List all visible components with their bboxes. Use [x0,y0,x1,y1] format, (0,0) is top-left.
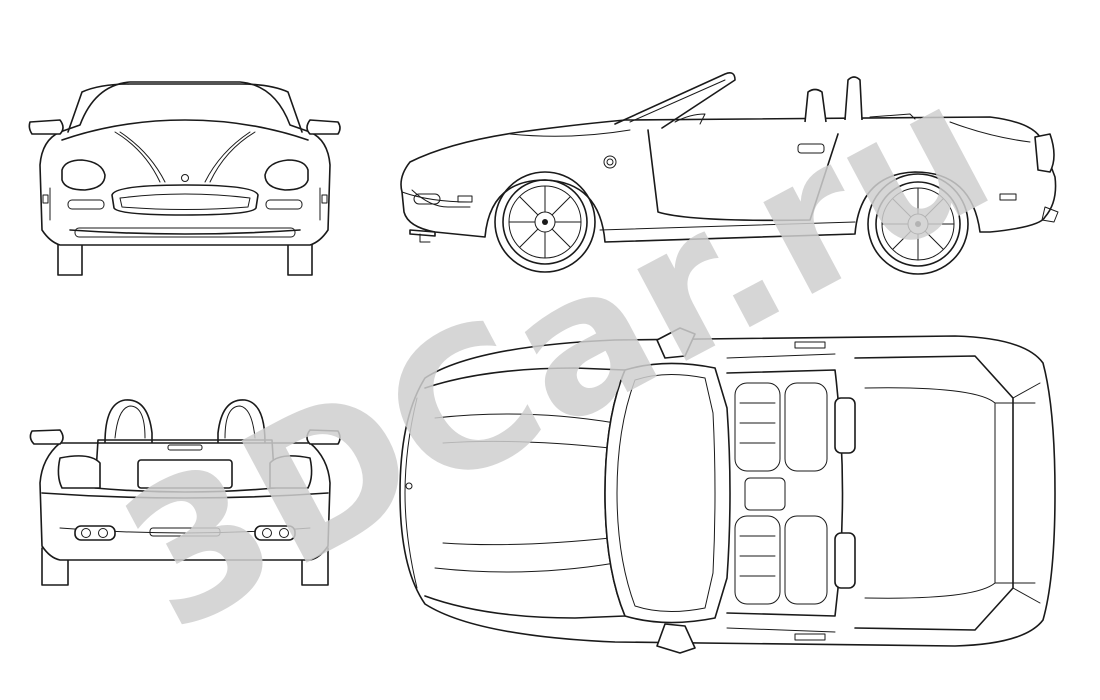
top-view [399,327,1056,654]
rear-view [29,399,341,586]
front-view [28,81,341,276]
side-view [400,72,1059,275]
